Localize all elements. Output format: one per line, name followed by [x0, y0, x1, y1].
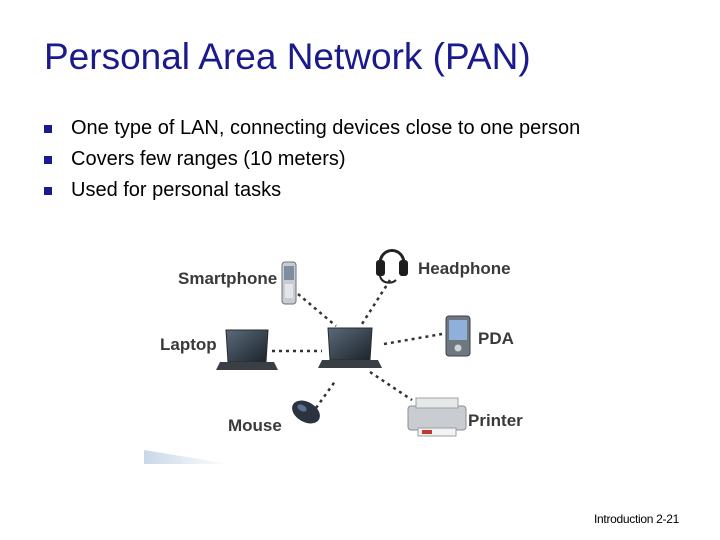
- device-label-smartphone: Smartphone: [178, 269, 277, 288]
- smartphone-icon: [281, 261, 297, 305]
- device-label-printer: Printer: [468, 411, 523, 430]
- bullet-item: Used for personal tasks: [44, 175, 580, 206]
- square-bullet-icon: [44, 186, 52, 195]
- bullet-text: Covers few ranges (10 meters): [71, 148, 346, 170]
- bullet-item: Covers few ranges (10 meters): [44, 144, 580, 175]
- device-label-mouse: Mouse: [228, 416, 282, 435]
- bullet-text: One type of LAN, connecting devices clos…: [71, 117, 581, 139]
- connection-lines: [272, 279, 443, 409]
- device-label-laptop: Laptop: [160, 335, 217, 354]
- bullet-text: Used for personal tasks: [71, 179, 282, 201]
- slide-footer: Introduction 2-21: [594, 512, 679, 526]
- device-label-pda: PDA: [478, 329, 514, 348]
- link-printer: [369, 370, 413, 402]
- pan-diagram: Smartphone Headphone Laptop PDA Mouse Pr…: [144, 249, 523, 464]
- bullet-list: One type of LAN, connecting devices clos…: [44, 113, 580, 206]
- laptop-icon: [216, 329, 278, 370]
- slide-title: Personal Area Network (PAN): [44, 36, 531, 77]
- headphone-icon: [376, 249, 408, 284]
- link-mouse: [314, 379, 338, 409]
- link-smartphone: [297, 293, 337, 327]
- square-bullet-icon: [44, 155, 52, 164]
- printer-icon: [407, 397, 467, 437]
- pda-icon: [445, 315, 471, 357]
- link-headphone: [360, 279, 392, 325]
- device-label-headphone: Headphone: [418, 259, 511, 278]
- mouse-icon: [292, 400, 320, 424]
- hub-laptop-icon: [318, 327, 382, 368]
- decorative-shadow: [144, 450, 230, 464]
- bullet-item: One type of LAN, connecting devices clos…: [44, 113, 580, 144]
- square-bullet-icon: [44, 124, 52, 133]
- link-pda: [383, 332, 443, 346]
